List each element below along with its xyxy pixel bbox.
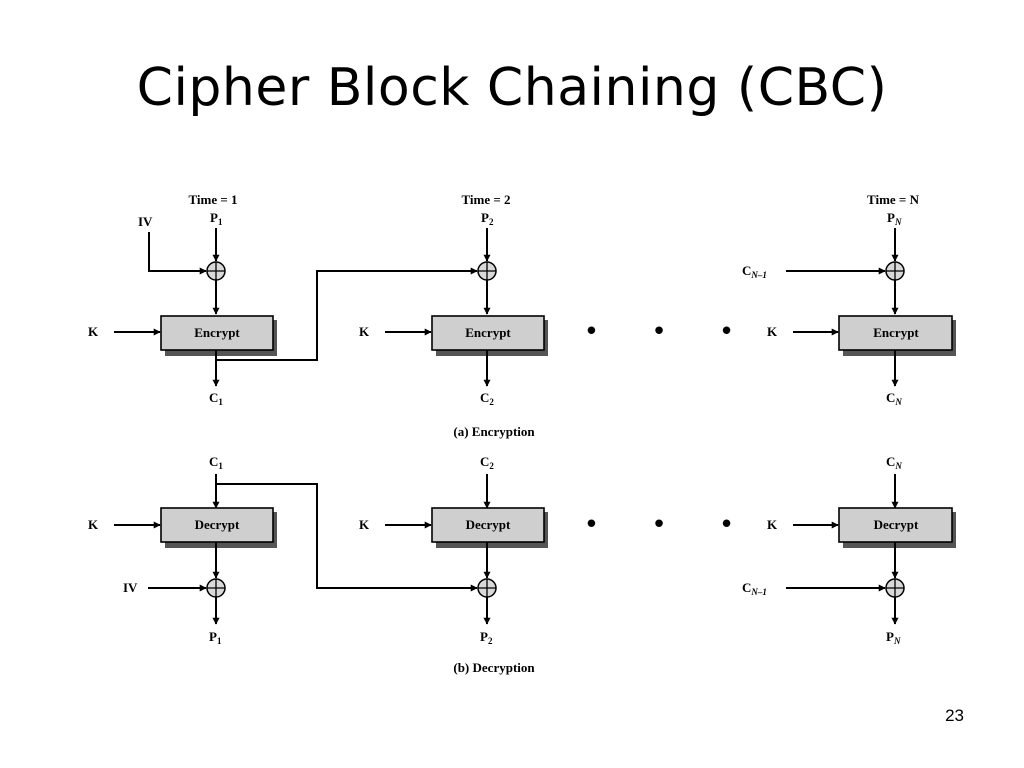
encrypt-box-2 bbox=[431, 315, 545, 351]
dec-iv-label: IV bbox=[123, 580, 138, 595]
enc-output-label-n: CN bbox=[886, 390, 902, 407]
dec-xor-1 bbox=[206, 578, 226, 598]
decrypt-box-2 bbox=[431, 507, 545, 543]
enc-key-label-2: K bbox=[359, 324, 370, 339]
decrypt-box-label-n: Decrypt bbox=[874, 517, 919, 532]
enc-input-label-1: P1 bbox=[210, 210, 223, 227]
dec-key-label-n: K bbox=[767, 517, 778, 532]
enc-output-label-1: C1 bbox=[209, 390, 223, 407]
dec-chain-arrow-1-2 bbox=[216, 483, 478, 592]
dec-key-label-1: K bbox=[88, 517, 99, 532]
dec-output-label-2: P2 bbox=[480, 629, 493, 646]
decryption-caption: (b) Decryption bbox=[453, 660, 535, 675]
slide-title: Cipher Block Chaining (CBC) bbox=[136, 58, 888, 118]
page-number: 23 bbox=[945, 706, 964, 725]
dec-input-label-n: CN bbox=[886, 454, 902, 471]
enc-chain-label-n: CN–1 bbox=[742, 263, 767, 280]
dec-ellipsis: • • • bbox=[584, 510, 757, 540]
encrypt-box-label-n: Encrypt bbox=[873, 325, 919, 340]
dec-input-label-2: C2 bbox=[480, 454, 494, 471]
decrypt-box-label-2: Decrypt bbox=[466, 517, 511, 532]
encrypt-box-label-2: Encrypt bbox=[465, 325, 511, 340]
enc-xor-2 bbox=[477, 261, 497, 281]
dec-key-label-2: K bbox=[359, 517, 370, 532]
enc-input-label-2: P2 bbox=[481, 210, 494, 227]
encrypt-box-n bbox=[838, 315, 953, 351]
enc-xor-1 bbox=[206, 261, 226, 281]
enc-input-label-n: PN bbox=[887, 210, 902, 227]
encrypt-box-label-1: Encrypt bbox=[194, 325, 240, 340]
enc-key-label-n: K bbox=[767, 324, 778, 339]
enc-time-label-2: Time = 2 bbox=[461, 192, 510, 207]
enc-iv-label: IV bbox=[138, 214, 153, 229]
enc-output-label-2: C2 bbox=[480, 390, 494, 407]
dec-xor-2 bbox=[477, 578, 497, 598]
enc-xor-n bbox=[885, 261, 905, 281]
encryption-caption: (a) Encryption bbox=[453, 424, 535, 439]
dec-chain-label-n: CN–1 bbox=[742, 580, 767, 597]
dec-output-label-1: P1 bbox=[209, 629, 222, 646]
enc-ellipsis: • • • bbox=[584, 317, 757, 347]
enc-time-label-1: Time = 1 bbox=[188, 192, 237, 207]
enc-time-label-n: Time = N bbox=[867, 192, 920, 207]
enc-chain-arrow-1-2 bbox=[216, 267, 478, 361]
enc-iv-arrow bbox=[148, 232, 207, 275]
dec-xor-n bbox=[885, 578, 905, 598]
decrypt-box-label-1: Decrypt bbox=[195, 517, 240, 532]
enc-key-label-1: K bbox=[88, 324, 99, 339]
dec-input-label-1: C1 bbox=[209, 454, 223, 471]
dec-output-label-n: PN bbox=[886, 629, 901, 646]
